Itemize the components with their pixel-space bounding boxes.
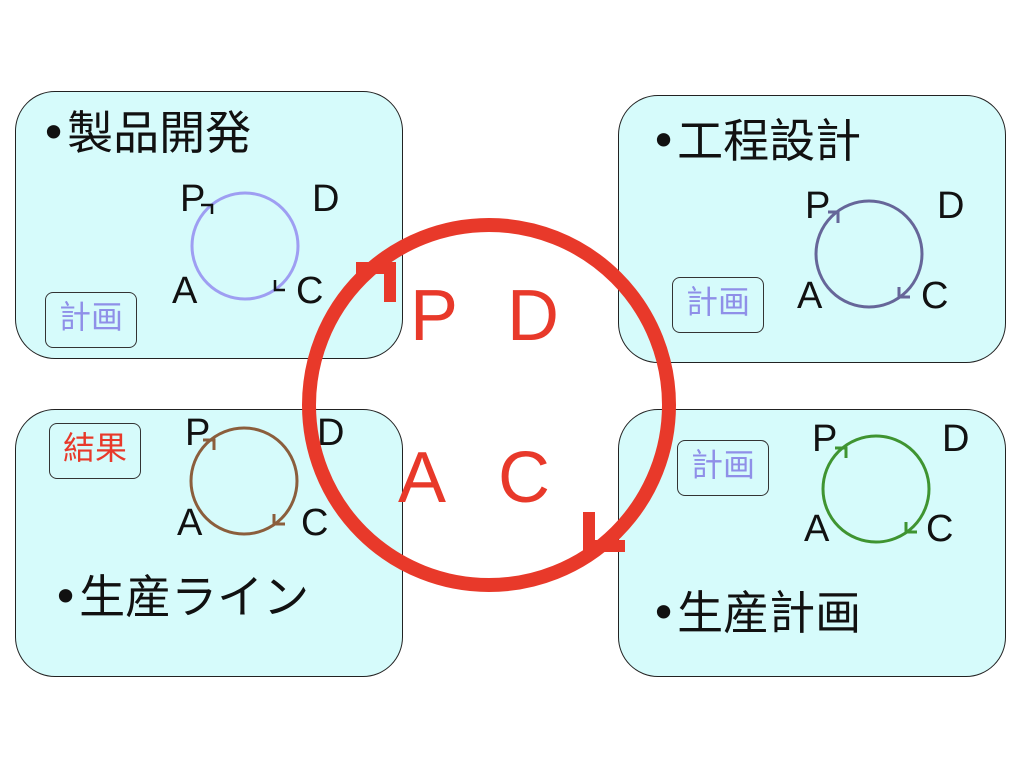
panel-title-production-plan: •生産計画	[650, 586, 862, 640]
cycle-letter-d: D	[312, 178, 340, 220]
cycle-letter-p: P	[812, 418, 838, 460]
cycle-letter-c: C	[921, 275, 949, 317]
panel-title-production-line: •生産ライン	[52, 570, 310, 624]
main-cycle-letter-a: A	[398, 438, 447, 518]
cycle-letter-a: A	[172, 270, 198, 312]
cycle-letter-a: A	[804, 508, 830, 550]
cycle-letter-d: D	[942, 418, 970, 460]
cycle-letter-c: C	[296, 270, 324, 312]
cycle-letter-a: A	[797, 275, 823, 317]
cycle-letter-c: C	[301, 502, 329, 544]
plan-tag-production-plan: 計画	[677, 440, 769, 496]
cycle-letter-d: D	[317, 412, 345, 454]
plan-tag-product-development: 計画	[45, 292, 137, 348]
cycle-letter-p: P	[180, 178, 206, 220]
cycle-letter-c: C	[926, 508, 954, 550]
main-cycle-letter-p: P	[410, 276, 459, 356]
cycle-letter-a: A	[177, 502, 203, 544]
cycle-letter-d: D	[937, 185, 965, 227]
panel-title-process-design: •工程設計	[650, 114, 862, 168]
result-tag-production-line: 結果	[49, 423, 141, 479]
cycle-letter-p: P	[805, 185, 831, 227]
panel-title-product-development: •製品開発	[40, 106, 252, 160]
cycle-letter-p: P	[185, 412, 211, 454]
main-cycle-letter-d: D	[507, 276, 559, 356]
plan-tag-process-design: 計画	[672, 277, 764, 333]
main-cycle-letter-c: C	[498, 438, 550, 518]
